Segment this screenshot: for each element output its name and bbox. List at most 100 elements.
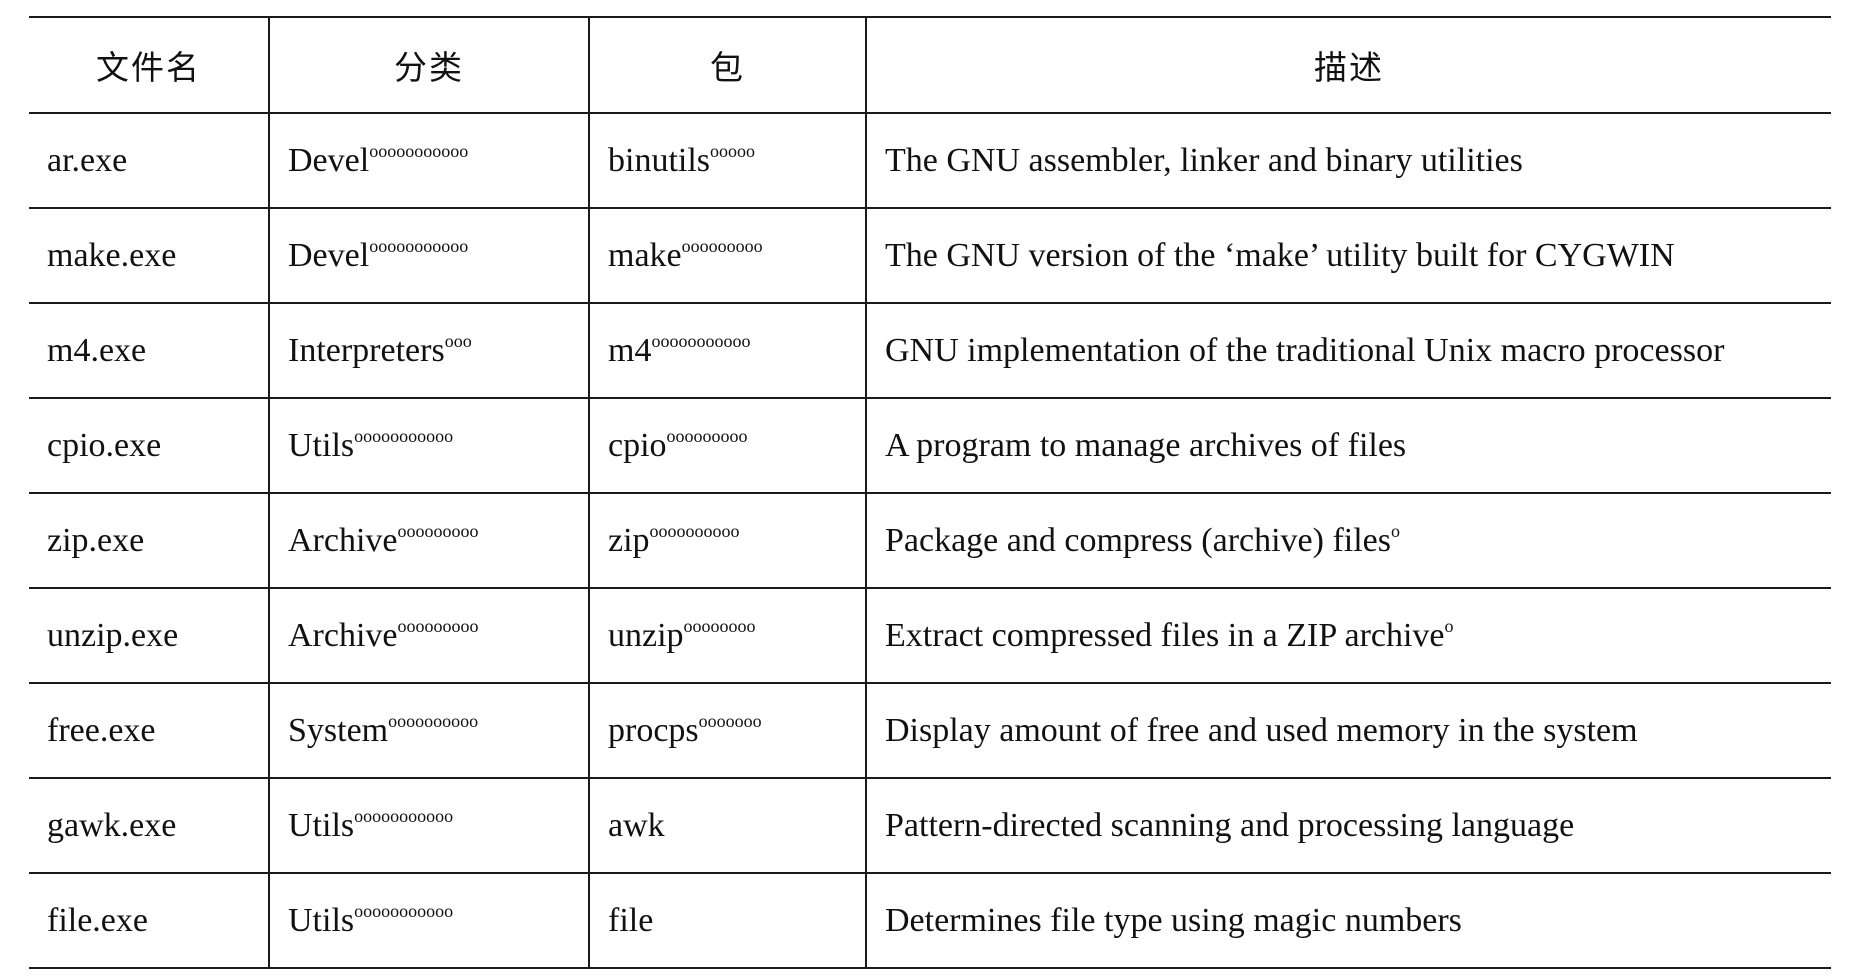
category-cell-text: Utils xyxy=(288,902,355,939)
package-cell: awk xyxy=(588,778,866,874)
category-cell-superscript: ooooooooooo xyxy=(354,901,454,921)
description-cell-text: The GNU version of the ‘make’ utility bu… xyxy=(885,236,1675,274)
header-package: 包 xyxy=(588,16,866,114)
file-name-cell-text: ar.exe xyxy=(47,141,128,179)
package-cell: procpsooooooo xyxy=(588,683,866,779)
description-cell: Extract compressed files in a ZIP archiv… xyxy=(865,588,1831,684)
table-header: 文件名 分类 包 描述 xyxy=(29,16,1831,114)
file-name-cell: make.exe xyxy=(29,208,269,304)
file-name-cell-text: free.exe xyxy=(47,711,156,749)
file-name-cell: ar.exe xyxy=(29,113,269,209)
category-cell-text: Utils xyxy=(288,427,355,464)
description-cell-text: Extract compressed files in a ZIP archiv… xyxy=(885,617,1445,654)
header-row: 文件名 分类 包 描述 xyxy=(29,16,1831,114)
package-cell-superscript: ooooooooooo xyxy=(651,331,751,351)
header-description: 描述 xyxy=(865,16,1831,114)
category-cell: Archiveooooooooo xyxy=(268,588,589,684)
header-filename: 文件名 xyxy=(29,16,269,114)
package-cell-text: file xyxy=(608,901,654,939)
file-name-cell: gawk.exe xyxy=(29,778,269,874)
description-cell-superscript: o xyxy=(1444,616,1454,636)
category-cell-text: Devel xyxy=(288,237,370,274)
category-cell-superscript: ooooooooooo xyxy=(369,236,469,256)
table-row: file.exe Utilsooooooooooo file Determines f… xyxy=(29,873,1831,969)
category-cell: Interpretersooo xyxy=(268,303,589,399)
description-cell-text: Package and compress (archive) files xyxy=(885,522,1391,559)
package-cell-superscript: ooooooooo xyxy=(666,426,748,446)
category-cell: Utilsooooooooooo xyxy=(268,873,589,969)
description-cell: Display amount of free and used memory i… xyxy=(865,683,1831,779)
package-cell-superscript: oooooooo xyxy=(683,616,756,636)
file-name-cell-text: gawk.exe xyxy=(47,806,177,844)
file-name-cell-text: unzip.exe xyxy=(47,616,179,654)
category-cell: Utilsooooooooooo xyxy=(268,398,589,494)
file-name-cell: file.exe xyxy=(29,873,269,969)
table-row: gawk.exe Utilsooooooooooo awk Pattern-direc… xyxy=(29,778,1831,874)
package-cell-superscript: ooooooooo xyxy=(681,236,763,256)
description-cell-text: Pattern-directed scanning and processing… xyxy=(885,806,1575,844)
description-cell-superscript: o xyxy=(1391,521,1400,541)
description-cell-text: The GNU assembler, linker and binary uti… xyxy=(885,141,1523,179)
package-cell-text: cpio xyxy=(608,427,667,464)
category-cell: Develooooooooooo xyxy=(268,113,589,209)
file-name-cell-text: make.exe xyxy=(47,236,177,274)
category-cell-superscript: ooo xyxy=(444,331,472,351)
file-name-cell-text: file.exe xyxy=(47,901,148,939)
description-cell: Pattern-directed scanning and processing… xyxy=(865,778,1831,874)
category-cell: Develooooooooooo xyxy=(268,208,589,304)
package-cell-text: zip xyxy=(608,522,650,559)
description-cell: Determines file type using magic numbers xyxy=(865,873,1831,969)
package-cell-text: procps xyxy=(608,712,699,749)
package-cell: file xyxy=(588,873,866,969)
package-cell-text: awk xyxy=(608,806,665,844)
category-cell-superscript: oooooooooo xyxy=(388,711,479,731)
package-cell-superscript: ooooooo xyxy=(698,711,762,731)
description-cell: A program to manage archives of files xyxy=(865,398,1831,494)
category-cell: Systemoooooooooo xyxy=(268,683,589,779)
file-name-cell-text: cpio.exe xyxy=(47,426,162,464)
file-name-cell: m4.exe xyxy=(29,303,269,399)
file-name-cell: free.exe xyxy=(29,683,269,779)
category-cell: Archiveooooooooo xyxy=(268,493,589,589)
package-cell: binutilsooooo xyxy=(588,113,866,209)
category-cell-text: Archive xyxy=(288,617,398,654)
description-cell-text: Determines file type using magic numbers xyxy=(885,901,1462,939)
description-cell: The GNU version of the ‘make’ utility bu… xyxy=(865,208,1831,304)
description-cell: The GNU assembler, linker and binary uti… xyxy=(865,113,1831,209)
category-cell-text: Interpreters xyxy=(288,332,445,369)
category-cell-text: Devel xyxy=(288,142,370,179)
package-cell-text: binutils xyxy=(608,142,711,179)
package-cell: unzipoooooooo xyxy=(588,588,866,684)
package-cell-text: make xyxy=(608,237,682,274)
category-cell-superscript: ooooooooooo xyxy=(354,806,454,826)
package-cell: makeooooooooo xyxy=(588,208,866,304)
description-cell-text: GNU implementation of the traditional Un… xyxy=(885,331,1725,369)
category-cell-text: Utils xyxy=(288,807,355,844)
category-cell-superscript: ooooooooooo xyxy=(354,426,454,446)
file-name-cell: cpio.exe xyxy=(29,398,269,494)
category-cell: Utilsooooooooooo xyxy=(268,778,589,874)
file-name-cell: unzip.exe xyxy=(29,588,269,684)
description-cell-text: Display amount of free and used memory i… xyxy=(885,711,1638,749)
category-cell-superscript: ooooooooo xyxy=(397,616,479,636)
file-name-cell-text: m4.exe xyxy=(47,331,147,369)
file-name-cell-text: zip.exe xyxy=(47,521,145,559)
category-cell-text: System xyxy=(288,712,389,749)
category-cell-text: Archive xyxy=(288,522,398,559)
category-cell-superscript: ooooooooo xyxy=(397,521,479,541)
category-cell-superscript: ooooooooooo xyxy=(369,141,469,161)
header-category: 分类 xyxy=(268,16,589,114)
package-cell-superscript: ooooo xyxy=(710,141,756,161)
description-cell: GNU implementation of the traditional Un… xyxy=(865,303,1831,399)
description-cell-text: A program to manage archives of files xyxy=(885,426,1407,464)
file-name-cell: zip.exe xyxy=(29,493,269,589)
package-cell: cpioooooooooo xyxy=(588,398,866,494)
